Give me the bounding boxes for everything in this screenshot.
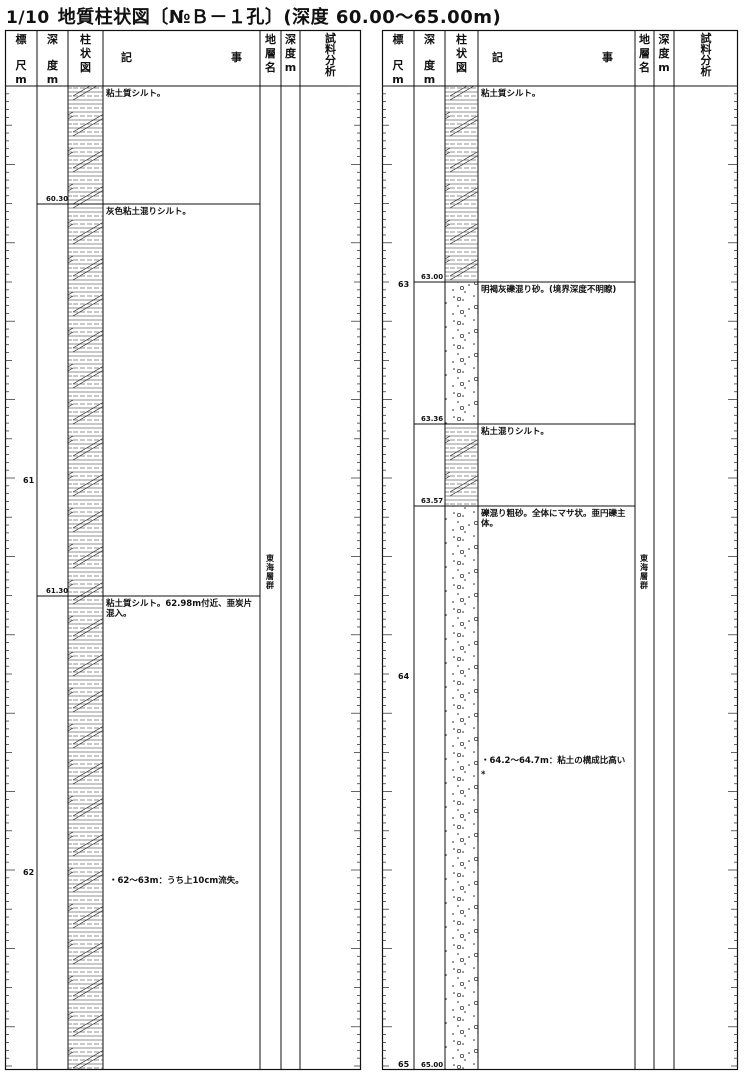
scale-label: 61 xyxy=(23,476,35,485)
description-text: 礫混り粗砂。全体にマサ状。亜円礫主体。 xyxy=(481,509,626,529)
header-sample-analysis: 試料分析 xyxy=(325,32,336,78)
description-text: 粘土質シルト。 xyxy=(481,89,541,99)
header-column: 柱状図 xyxy=(80,33,91,74)
formation-name: 東海層群 xyxy=(266,554,274,590)
log-grid-right xyxy=(381,29,739,1071)
depth-label: 65.00 xyxy=(421,1061,444,1069)
description-text: 明褐灰礫混り砂。(境界深度不明瞭) xyxy=(481,285,617,295)
scale-label: 64 xyxy=(398,672,410,681)
depth-label: 63.00 xyxy=(421,273,444,281)
description-text: 灰色粘土混りシルト。 xyxy=(106,207,191,217)
lithology-gravelly-sand xyxy=(445,282,478,424)
log-grid-left xyxy=(4,29,362,1071)
description-text: ・62～63m：うち上10cm流失。 xyxy=(109,876,244,886)
scale-ratio: 1/10 xyxy=(6,8,50,28)
lithology-gravelly-sand xyxy=(445,506,478,1070)
formation-name: 東海層群 xyxy=(640,554,648,590)
lithology-clay-silt xyxy=(68,86,103,1070)
description-text: 粘土質シルト。62.98m付近、亜炭片混入。 xyxy=(106,599,253,619)
description-text: * xyxy=(481,770,486,780)
lithology-clay-silt xyxy=(445,86,478,282)
scale-label: 62 xyxy=(23,868,35,877)
scale-label: 63 xyxy=(398,280,410,289)
header-sample-analysis: 試料分析 xyxy=(700,32,712,78)
description-text: ・64.2～64.7m：粘土の構成比高い xyxy=(481,756,626,766)
header-formation: 地層名 xyxy=(265,33,276,74)
description-text: 粘土質シルト。 xyxy=(106,89,166,99)
depth-label: 63.57 xyxy=(421,497,444,505)
page-title: 1/10 地質柱状図〔№Ｂ－１孔〕(深度 60.00～65.00m) xyxy=(6,3,501,29)
depth-label: 63.36 xyxy=(421,415,444,423)
depth-label: 60.30 xyxy=(46,195,69,203)
description-text: 粘土混りシルト。 xyxy=(481,427,549,437)
title-text: 地質柱状図〔№Ｂ－１孔〕(深度 60.00～65.00m) xyxy=(57,7,502,28)
header-formation: 地層名 xyxy=(639,33,650,74)
depth-label: 61.30 xyxy=(46,587,69,595)
header-column: 柱状図 xyxy=(456,33,467,74)
scale-label: 65 xyxy=(398,1060,410,1069)
lithology-clay-silt xyxy=(445,424,478,506)
